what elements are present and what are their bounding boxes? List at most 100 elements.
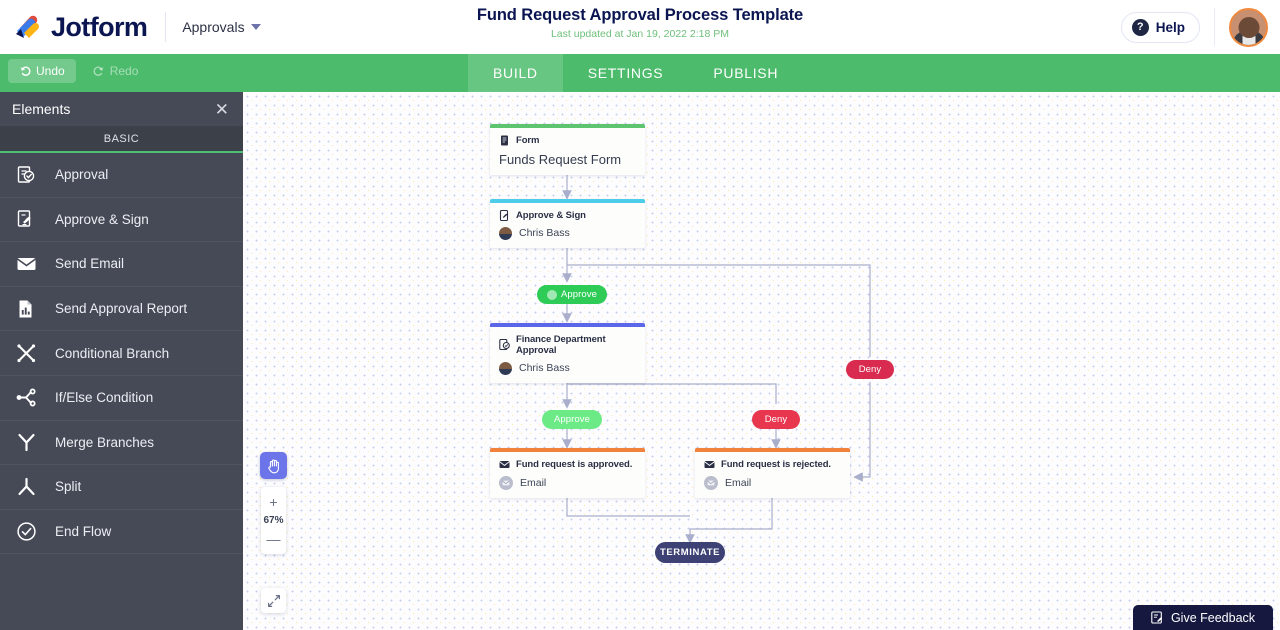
jotform-logo-icon	[14, 14, 44, 40]
undo-arrow-icon	[20, 66, 31, 76]
undo-button[interactable]: Undo	[8, 59, 76, 83]
node-type-row: Fund request is approved.	[490, 452, 645, 471]
sidebar-section-basic: BASIC	[0, 126, 243, 153]
tab-build-label: BUILD	[493, 65, 538, 81]
sidebar-item-approval[interactable]: Approval	[0, 153, 243, 198]
node-type-label: Approve & Sign	[516, 209, 586, 221]
sidebar-item-send-email[interactable]: Send Email	[0, 242, 243, 287]
report-chart-icon	[13, 296, 39, 322]
avatar-face	[1238, 16, 1259, 38]
zoom-level-value: 67%	[263, 515, 284, 526]
sidebar-item-label: Conditional Branch	[55, 345, 170, 361]
fit-to-screen-button[interactable]	[261, 588, 286, 613]
redo-button[interactable]: Redo	[82, 59, 150, 83]
assignee-avatar	[499, 226, 512, 240]
node-assignee-label: Chris Bass	[519, 227, 570, 239]
sidebar-item-merge-branches[interactable]: Merge Branches	[0, 421, 243, 466]
flow-pill-label: Deny	[764, 414, 788, 425]
node-type-row: Form	[490, 128, 645, 147]
flow-pill-approve-upper[interactable]: Approve	[537, 285, 607, 304]
flow-node-finance-approval[interactable]: Finance Department Approval Chris Bass	[490, 323, 645, 383]
sidebar-section-label: BASIC	[103, 132, 140, 145]
flow-pill-deny-lower[interactable]: Deny	[752, 410, 800, 429]
top-header-bar: Jotform Approvals Fund Request Approval …	[0, 0, 1280, 54]
node-type-label: Form	[516, 134, 540, 146]
node-main-label: Funds Request Form	[499, 151, 622, 167]
chevron-down-icon	[250, 24, 261, 30]
approval-checklist-icon	[499, 339, 510, 350]
tab-publish[interactable]: PUBLISH	[688, 54, 803, 92]
builder-toolbar: Undo Redo BUILD SETTINGS PUBLISH	[0, 54, 1280, 137]
question-mark-icon: ?	[1131, 18, 1149, 36]
flow-node-email-approved[interactable]: Fund request is approved. Email	[490, 448, 645, 498]
node-assignee-label: Chris Bass	[519, 362, 570, 374]
node-assignee-row: Chris Bass	[490, 357, 645, 383]
terminate-label: TERMINATE	[659, 547, 721, 558]
tab-settings[interactable]: SETTINGS	[563, 54, 689, 92]
sidebar-item-label: End Flow	[55, 524, 112, 540]
check-circle-icon	[13, 519, 39, 545]
flow-pill-approve-lower[interactable]: Approve	[542, 410, 602, 429]
help-button[interactable]: ? Help	[1120, 11, 1200, 43]
sidebar-item-approve-and-sign[interactable]: Approve & Sign	[0, 198, 243, 243]
node-channel-row: Email	[695, 471, 850, 498]
brand-name: Jotform	[51, 11, 148, 42]
zoom-in-button[interactable]: +	[261, 492, 286, 512]
tab-settings-label: SETTINGS	[587, 65, 664, 81]
product-selector-label: Approvals	[182, 19, 245, 35]
zoom-in-label: +	[269, 494, 278, 510]
avatar[interactable]	[1229, 7, 1268, 47]
feedback-form-icon	[1151, 611, 1163, 624]
split-icon	[13, 474, 39, 500]
if-else-icon	[13, 385, 39, 411]
sidebar-item-conditional-branch[interactable]: Conditional Branch	[0, 331, 243, 376]
product-selector[interactable]: Approvals	[182, 19, 261, 35]
give-feedback-label: Give Feedback	[1170, 610, 1256, 625]
sidebar-item-end-flow[interactable]: End Flow	[0, 510, 243, 555]
sidebar-item-label: Approve & Sign	[55, 211, 149, 227]
node-accent-bar	[490, 323, 645, 327]
approval-checklist-icon	[13, 162, 39, 188]
email-circle-icon	[499, 475, 513, 490]
flow-canvas[interactable]: Form Funds Request Form Approve & Sign	[243, 92, 1280, 630]
zoom-out-button[interactable]: —	[261, 529, 286, 549]
builder-tabs: BUILD SETTINGS PUBLISH	[468, 54, 803, 92]
approve-sign-icon	[499, 209, 509, 221]
close-icon[interactable]: ✕	[214, 99, 229, 119]
header-divider-2	[1214, 8, 1215, 46]
tab-build[interactable]: BUILD	[468, 54, 563, 92]
envelope-icon	[499, 460, 510, 468]
sidebar-item-label: Send Email	[55, 256, 125, 272]
brand-block[interactable]: Jotform	[0, 11, 148, 43]
flow-pill-deny-right[interactable]: Deny	[846, 360, 894, 379]
sidebar-item-split[interactable]: Split	[0, 465, 243, 510]
node-type-row: Finance Department Approval	[490, 327, 645, 357]
conditional-branch-icon	[13, 340, 39, 366]
approve-sign-icon	[13, 206, 39, 232]
merge-branches-icon	[13, 429, 39, 455]
node-type-row: Approve & Sign	[490, 203, 645, 222]
sidebar-item-if-else-condition[interactable]: If/Else Condition	[0, 376, 243, 421]
pan-tool-button[interactable]	[260, 452, 287, 479]
zoom-out-label: —	[266, 531, 281, 547]
sidebar-header: Elements ✕	[0, 92, 243, 126]
redo-label: Redo	[109, 64, 139, 78]
flow-node-form[interactable]: Form Funds Request Form	[490, 124, 645, 175]
flow-pill-label: Deny	[858, 364, 882, 375]
node-accent-bar	[490, 199, 645, 203]
flow-node-approve-and-sign[interactable]: Approve & Sign Chris Bass	[490, 199, 645, 248]
node-channel-row: Email	[490, 471, 645, 498]
email-circle-icon	[704, 475, 718, 490]
flow-connectors	[562, 172, 871, 544]
flow-node-email-rejected[interactable]: Fund request is rejected. Email	[695, 448, 850, 498]
sidebar-item-send-approval-report[interactable]: Send Approval Report	[0, 287, 243, 332]
flow-node-terminate[interactable]: TERMINATE	[655, 542, 725, 563]
header-divider	[165, 12, 167, 42]
give-feedback-button[interactable]: Give Feedback	[1133, 605, 1273, 630]
undo-redo-group: Undo Redo	[8, 59, 149, 83]
hand-pan-icon	[267, 458, 279, 473]
envelope-icon	[13, 251, 39, 277]
assignee-avatar	[499, 361, 512, 375]
sidebar-item-label: If/Else Condition	[55, 390, 154, 406]
sidebar-title: Elements	[12, 101, 71, 117]
